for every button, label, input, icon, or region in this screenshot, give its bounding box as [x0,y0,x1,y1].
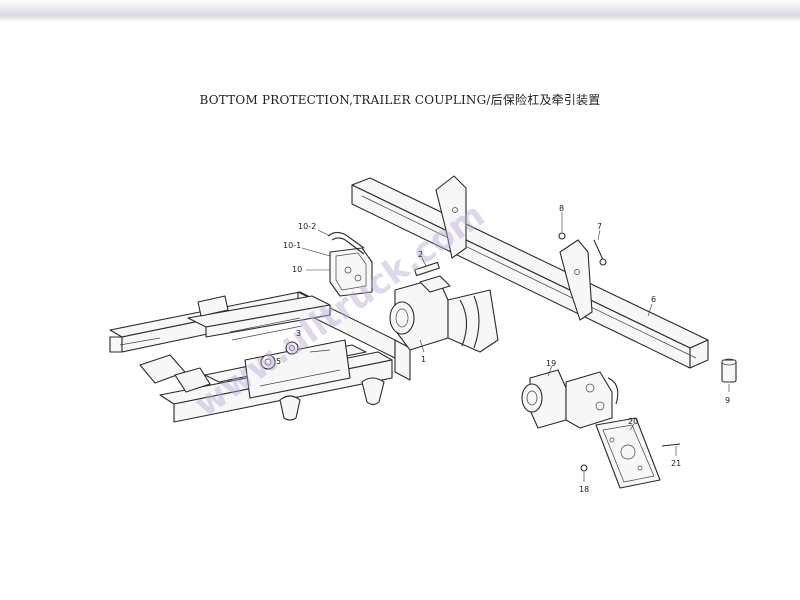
callout-2: 2 [418,250,423,259]
callout-21: 21 [671,459,681,468]
vehicle-frame [109,291,411,423]
leader-lines [301,212,730,482]
callout-1: 1 [421,355,426,364]
towing-pin-19 [521,369,619,429]
callout-10: 10 [292,265,302,274]
callout-19: 19 [546,359,556,368]
callout-20: 20 [628,417,638,426]
coupling-bracket-10 [327,231,373,297]
callout-8: 8 [559,204,564,213]
callout-10-2: 10-2 [298,222,316,231]
callout-3: 3 [296,329,301,338]
mounting-plate-20 [580,417,681,489]
page-title: BOTTOM PROTECTION,TRAILER COUPLING/后保险杠及… [199,93,601,107]
callout-7: 7 [597,222,602,231]
rear-bumper-6 [351,175,709,369]
callout-6: 6 [651,295,656,304]
callout-5: 5 [276,357,281,366]
bushing-9 [721,358,737,383]
callout-9: 9 [725,396,730,405]
callout-18: 18 [579,485,589,494]
scan-top-border [0,0,800,22]
callout-10-1: 10-1 [283,241,301,250]
coupling-head-1 [389,261,499,353]
